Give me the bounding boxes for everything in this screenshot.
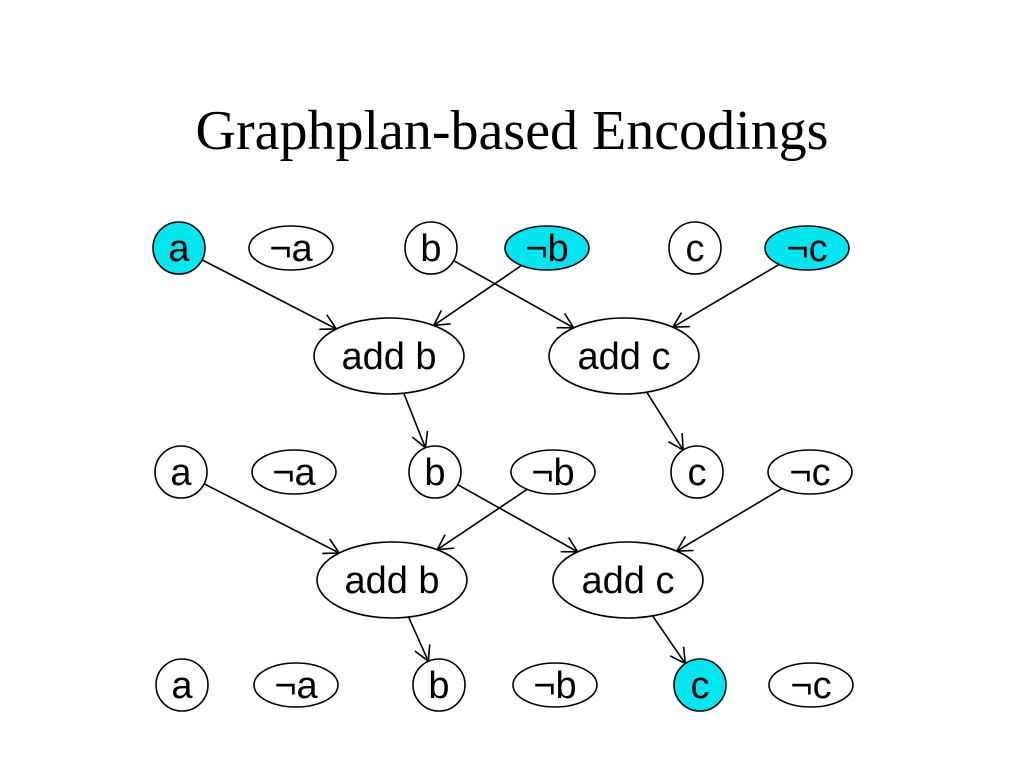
action-ellipse [552,541,704,619]
action-node-a2_addb: add b [316,541,468,619]
action-label: add b [344,560,439,602]
proposition-label: ¬b [525,228,568,270]
proposition-ellipse [412,658,466,712]
proposition-ellipse [155,658,209,712]
edge-a1_addb-to-p1_b [403,392,429,450]
proposition-node-p1_b: b [408,445,462,499]
proposition-node-p1_c: c [670,445,724,499]
proposition-label: a [170,452,192,494]
proposition-ellipse [670,445,724,499]
proposition-ellipse [248,225,334,271]
edge-line [433,264,522,327]
edge-line [203,483,340,554]
proposition-node-p2_a: a [155,658,209,712]
proposition-label: ¬c [790,665,831,707]
edge-line [407,616,430,662]
proposition-node-p0_b: b [404,221,458,275]
proposition-node-p0_na: ¬a [248,225,334,271]
proposition-ellipse [504,225,590,271]
edge-a2_addc-to-p2_c [651,615,687,665]
edge-line [436,488,528,551]
proposition-ellipse [673,658,727,712]
proposition-ellipse [512,662,598,708]
action-node-a1_addb: add b [313,317,465,395]
edge-a1_addc-to-p1_c [646,391,685,452]
proposition-label: ¬a [272,452,316,494]
edge-p1_a-to-a2_addb [203,483,341,555]
proposition-node-p0_a: a [152,221,206,275]
proposition-label: c [691,665,710,707]
proposition-node-p1_nb: ¬b [510,449,596,495]
proposition-ellipse [152,221,206,275]
proposition-node-p2_nc: ¬c [768,662,854,708]
proposition-ellipse [408,445,462,499]
proposition-node-p1_nc: ¬c [767,449,853,495]
edge-line [201,259,337,330]
nodes-layer: a ¬a b ¬b c ¬c a ¬a b ¬b c ¬c add b add c a ¬a b ¬b c ¬c add… [152,221,854,712]
proposition-ellipse [768,662,854,708]
edge-line [403,392,427,449]
edge-a2_addb-to-p2_b [407,616,431,663]
proposition-label: b [420,228,441,270]
proposition-node-p0_nb: ¬b [504,225,590,271]
proposition-label: ¬a [269,228,313,270]
action-node-a1_addc: add c [548,317,700,395]
edge-line [676,487,783,552]
proposition-node-p2_b: b [412,658,466,712]
proposition-label: a [171,665,193,707]
proposition-ellipse [767,449,853,495]
proposition-node-p2_c: c [673,658,727,712]
proposition-label: ¬b [531,452,574,494]
action-ellipse [548,317,700,395]
action-label: add c [582,560,675,602]
proposition-ellipse [510,449,596,495]
proposition-label: c [686,228,705,270]
proposition-ellipse [253,662,339,708]
proposition-label: ¬c [789,452,830,494]
proposition-node-p0_c: c [668,221,722,275]
action-node-a2_addc: add c [552,541,704,619]
action-ellipse [316,541,468,619]
proposition-label: b [428,665,449,707]
proposition-ellipse [668,221,722,275]
proposition-ellipse [251,449,337,495]
proposition-node-p1_na: ¬a [251,449,337,495]
proposition-ellipse [764,225,850,271]
proposition-label: c [688,452,707,494]
proposition-node-p2_na: ¬a [253,662,339,708]
action-label: add c [578,336,671,378]
proposition-label: ¬b [533,665,576,707]
proposition-ellipse [154,445,208,499]
proposition-label: b [424,452,445,494]
action-label: add b [341,336,436,378]
edge-line [646,391,684,451]
edge-line [651,615,686,665]
edge-p0_a-to-a1_addb [201,259,338,331]
proposition-node-p2_nb: ¬b [512,662,598,708]
proposition-ellipse [404,221,458,275]
edge-line [457,483,579,553]
edge-line [672,263,780,328]
proposition-label: ¬a [274,665,318,707]
action-ellipse [313,317,465,395]
proposition-label: a [168,228,190,270]
proposition-node-p0_nc: ¬c [764,225,850,271]
proposition-label: ¬c [786,228,827,270]
edge-line [453,259,575,329]
proposition-node-p1_a: a [154,445,208,499]
slide-title: Graphplan-based Encodings [195,100,829,162]
